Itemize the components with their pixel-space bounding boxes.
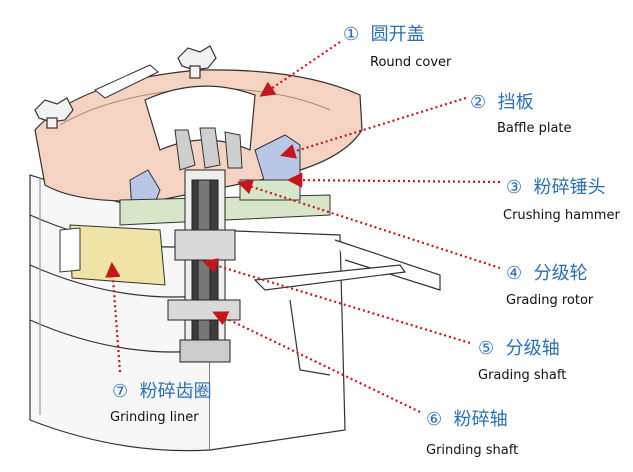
label-number: ⑥	[426, 409, 443, 430]
label-grinding-liner-en: Grinding liner	[110, 410, 199, 425]
label-text-cn: 粉碎锤头	[533, 177, 606, 198]
label-text-cn: 圆开盖	[370, 24, 425, 45]
label-grading-rotor-en: Grading rotor	[506, 293, 594, 308]
label-grinding-shaft-cn: ⑥ 粉碎轴	[426, 405, 508, 431]
label-number: ②	[470, 92, 487, 113]
leader-lines	[105, 41, 501, 413]
label-crushing-hammer-en: Crushing hammer	[503, 208, 620, 223]
label-grinding-liner-cn: ⑦ 粉碎齿圈	[112, 377, 212, 403]
leader-round-cover	[259, 41, 341, 97]
leader-grading-rotor	[237, 179, 501, 270]
label-round-cover-cn: ① 圆开盖	[343, 20, 425, 46]
label-text-cn: 分级轮	[533, 263, 588, 284]
leader-grading-shaft	[202, 258, 471, 345]
label-text-cn: 分级轴	[505, 338, 560, 359]
label-grading-rotor-cn: ④ 分级轮	[506, 259, 588, 285]
cover-knobs	[34, 45, 217, 129]
label-crushing-hammer-cn: ③ 粉碎锤头	[506, 173, 606, 199]
label-number: ⑤	[478, 338, 495, 359]
label-baffle-plate-cn: ② 挡板	[470, 88, 534, 114]
label-grading-shaft-en: Grading shaft	[478, 368, 567, 383]
leader-baffle-plate	[280, 96, 467, 159]
label-text-cn: 粉碎齿圈	[139, 381, 212, 402]
grinding-liner-shape	[59, 224, 166, 286]
label-number: ⑦	[112, 381, 129, 402]
label-number: ①	[343, 24, 360, 45]
label-number: ③	[506, 177, 523, 198]
label-round-cover-en: Round cover	[370, 55, 452, 70]
label-baffle-plate-en: Baffle plate	[497, 121, 572, 136]
label-grading-shaft-cn: ⑤ 分级轴	[478, 334, 560, 360]
leader-crushing-hammer	[286, 172, 501, 188]
label-number: ④	[506, 263, 523, 284]
label-text-cn: 挡板	[497, 92, 534, 113]
label-grinding-shaft-en: Grinding shaft	[426, 443, 519, 458]
label-text-cn: 粉碎轴	[453, 409, 508, 430]
